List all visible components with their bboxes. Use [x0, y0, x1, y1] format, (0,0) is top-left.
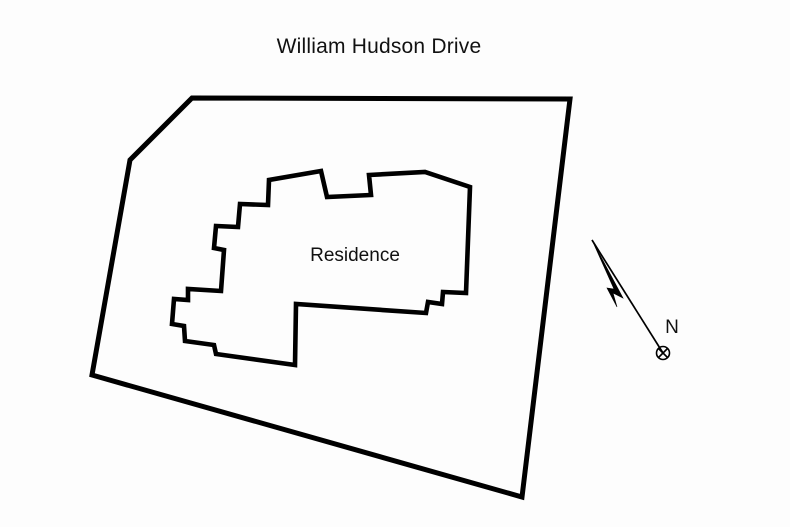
residence-footprint-outline: [169, 168, 473, 368]
lot-boundary-outline: [89, 95, 573, 501]
compass-arrowhead-icon: [591, 239, 624, 308]
north-arrow-compass: N: [591, 239, 679, 361]
residence-label: Residence: [310, 245, 400, 266]
compass-north-label: N: [665, 317, 679, 338]
compass-cross-stroke-b: [657, 347, 669, 359]
street-name-label: William Hudson Drive: [277, 35, 482, 58]
compass-shaft-line: [591, 239, 664, 354]
compass-pivot-ring-icon: [655, 345, 671, 361]
